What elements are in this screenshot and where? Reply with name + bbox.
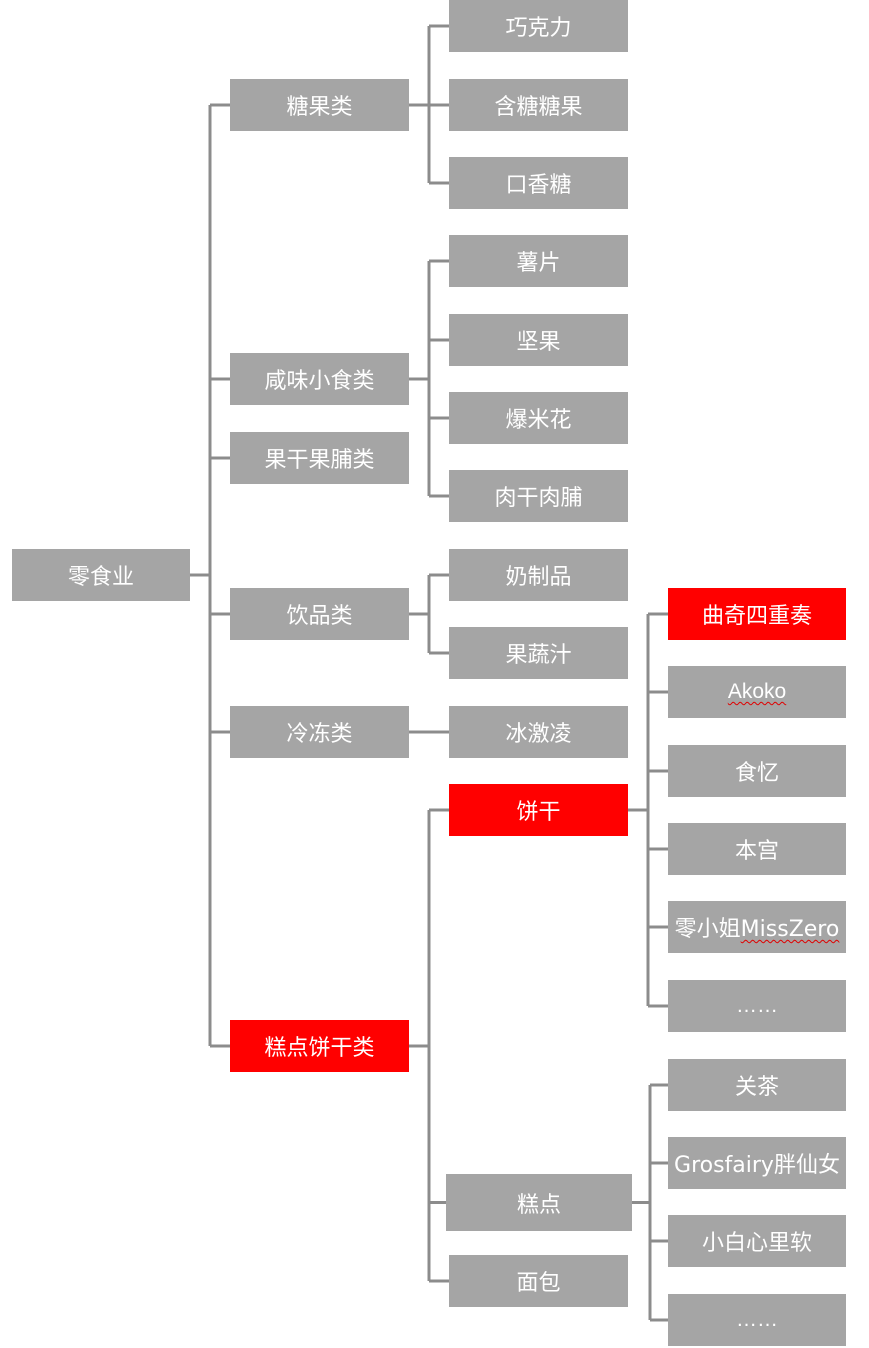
node-bread[interactable]: 面包 [449,1255,628,1307]
node-brand-grosfairy-label: Grosfairy胖仙女 [674,1147,840,1179]
node-sugar-candy-label: 含糖糖果 [494,95,583,120]
node-brand-grosfairy-label-en: Grosfairy [674,1153,774,1178]
node-brand-xiaobai[interactable]: 小白心里软 [668,1215,846,1267]
node-juice-label: 果蔬汁 [505,643,572,668]
node-brand-misszero[interactable]: 零小姐MissZero [668,901,846,953]
node-juice[interactable]: 果蔬汁 [449,627,628,679]
node-brand-bengong[interactable]: 本宫 [668,823,846,875]
node-brand-more-pastries-label: …… [736,1308,778,1331]
node-brand-more-pastries[interactable]: …… [668,1294,846,1346]
node-sugar-candy[interactable]: 含糖糖果 [449,79,628,131]
node-root-label: 零食业 [67,565,134,590]
node-root[interactable]: 零食业 [12,549,190,601]
node-brand-misszero-label-cn: 零小姐 [674,917,741,942]
node-chips[interactable]: 薯片 [449,235,628,287]
node-brand-akoko-label: Akoko [727,680,787,703]
node-biscuit[interactable]: 饼干 [449,784,628,836]
node-chewing-gum-label: 口香糖 [505,173,572,198]
node-nuts[interactable]: 坚果 [449,314,628,366]
node-brand-cookie-quartet-label: 曲奇四重奏 [701,604,812,629]
node-brand-shiyi[interactable]: 食忆 [668,745,846,797]
node-bread-label: 面包 [516,1271,561,1296]
node-brand-akoko[interactable]: Akoko [668,666,846,718]
node-brand-xiaobai-label: 小白心里软 [701,1231,812,1256]
node-candy[interactable]: 糖果类 [230,79,409,131]
node-pastry[interactable]: 糕点 [446,1174,632,1231]
node-brand-misszero-label: 零小姐MissZero [675,911,840,943]
node-popcorn-label: 爆米花 [505,408,572,433]
node-brand-more-biscuits[interactable]: …… [668,980,846,1032]
node-dried-fruit-label: 果干果脯类 [264,448,375,473]
node-popcorn[interactable]: 爆米花 [449,392,628,444]
node-chocolate[interactable]: 巧克力 [449,0,628,52]
node-brand-cookie-quartet[interactable]: 曲奇四重奏 [668,588,846,640]
node-pastry-biscuit[interactable]: 糕点饼干类 [230,1020,409,1072]
node-brand-grosfairy-label-cn: 胖仙女 [773,1153,840,1178]
node-savory-snacks[interactable]: 咸味小食类 [230,353,409,405]
node-chocolate-label: 巧克力 [505,16,572,41]
node-pastry-biscuit-label: 糕点饼干类 [264,1036,375,1061]
node-brand-guancha[interactable]: 关茶 [668,1059,846,1111]
node-frozen-label: 冷冻类 [286,722,353,747]
node-candy-label: 糖果类 [286,95,353,120]
node-brand-bengong-label: 本宫 [734,839,779,864]
node-pastry-label: 糕点 [516,1192,561,1218]
node-brand-more-biscuits-label: …… [736,994,778,1017]
node-nuts-label: 坚果 [516,330,561,355]
node-chips-label: 薯片 [516,251,561,276]
node-brand-grosfairy[interactable]: Grosfairy胖仙女 [668,1137,846,1189]
node-jerky[interactable]: 肉干肉脯 [449,470,628,522]
node-biscuit-label: 饼干 [516,800,561,825]
node-ice-cream-label: 冰激凌 [505,722,572,747]
node-savory-snacks-label: 咸味小食类 [264,369,375,394]
node-ice-cream[interactable]: 冰激凌 [449,706,628,758]
node-dried-fruit[interactable]: 果干果脯类 [230,432,409,484]
node-dairy-label: 奶制品 [505,565,572,590]
node-frozen[interactable]: 冷冻类 [230,706,409,758]
node-dairy[interactable]: 奶制品 [449,549,628,601]
node-chewing-gum[interactable]: 口香糖 [449,157,628,209]
node-beverages-label: 饮品类 [286,604,353,629]
node-jerky-label: 肉干肉脯 [494,486,583,511]
node-brand-guancha-label: 关茶 [734,1075,779,1100]
node-beverages[interactable]: 饮品类 [230,588,409,640]
node-brand-shiyi-label: 食忆 [734,761,779,786]
node-brand-misszero-label-en: MissZero [740,917,840,942]
